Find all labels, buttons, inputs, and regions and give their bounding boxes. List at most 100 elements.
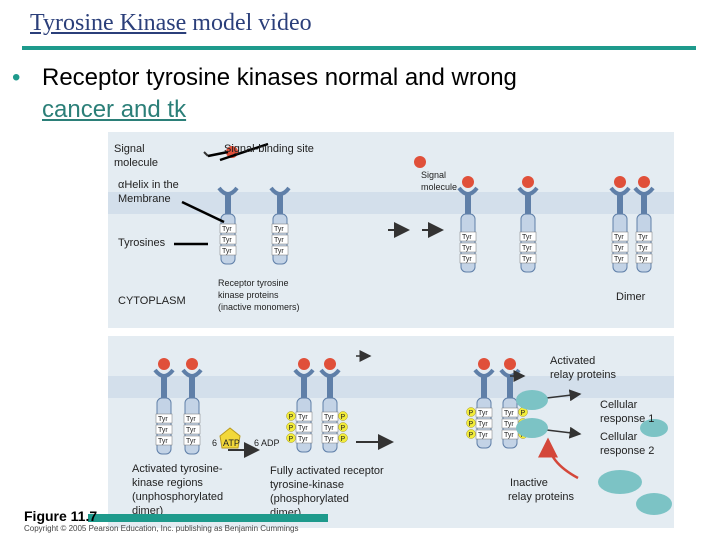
receptor-alpha-helix xyxy=(481,376,487,398)
receptor-alpha-helix xyxy=(161,376,167,398)
tyrosine-label: Tyr xyxy=(186,416,196,423)
tyrosine-box xyxy=(271,245,289,256)
tyrosine-label: Tyr xyxy=(274,248,284,255)
pointer-signal xyxy=(203,151,209,157)
tyrosine-box xyxy=(459,231,477,242)
active-relay-2 xyxy=(516,418,548,438)
helix-label-b: Membrane xyxy=(118,193,171,205)
tyrosine-label: Tyr xyxy=(638,256,648,263)
activated-tk-label-c: (unphosphorylated xyxy=(132,491,223,503)
tyrosine-label: Tyr xyxy=(324,414,334,421)
phosphate-circle xyxy=(338,433,348,443)
tyrosine-box xyxy=(519,242,537,253)
tyrosine-box xyxy=(183,424,201,435)
footer-bar xyxy=(88,514,328,522)
tyrosine-box xyxy=(155,413,173,424)
receptor-alpha-helix xyxy=(189,376,195,398)
cancer-and-tk-link[interactable]: cancer and tk xyxy=(42,96,187,123)
signal-molecule-free xyxy=(414,156,426,168)
cellular-response-1-label-a: Cellular xyxy=(600,399,638,411)
activated-tk-label-a: Activated tyrosine- xyxy=(132,463,223,475)
phosphate-label: P xyxy=(521,410,526,417)
receptor-proteins-label-c: (inactive monomers) xyxy=(218,302,300,312)
receptor-proteins-label-a: Receptor tyrosine xyxy=(218,278,289,288)
tyrosine-box xyxy=(635,242,653,253)
tyrosine-box xyxy=(501,429,519,440)
rtk-diagram: TyrTyrTyrTyrTyrTyrTyrTyrTyrTyrTyrTyrTyrT… xyxy=(108,132,674,528)
cytoplasm-label: CYTOPLASM xyxy=(118,295,186,307)
tyrosine-label: Tyr xyxy=(222,226,232,233)
tyrosine-label: Tyr xyxy=(222,248,232,255)
title-suffix: model video xyxy=(186,10,312,36)
activated-tk-label-b: kinase regions xyxy=(132,477,203,489)
receptor-alpha-helix xyxy=(617,192,623,214)
tyrosine-label: Tyr xyxy=(298,414,308,421)
phosphate-label: P xyxy=(289,425,294,432)
phosphate-label: P xyxy=(469,410,474,417)
tyrosine-box xyxy=(611,242,629,253)
tyrosine-label: Tyr xyxy=(324,425,334,432)
tyrosine-label: Tyr xyxy=(614,245,624,252)
tyrosine-label: Tyr xyxy=(478,410,488,417)
tyrosine-box xyxy=(271,234,289,245)
tyrosine-label: Tyr xyxy=(614,256,624,263)
phosphate-label: P xyxy=(341,425,346,432)
signal-molecule xyxy=(462,176,474,188)
tyrosine-box xyxy=(271,223,289,234)
tyrosine-kinase-link[interactable]: Tyrosine Kinase xyxy=(30,10,187,36)
tyrosine-label: Tyr xyxy=(478,421,488,428)
tyrosine-label: Tyr xyxy=(158,416,168,423)
helix-label-a: αHelix in the xyxy=(118,179,179,191)
receptor-alpha-helix xyxy=(327,376,333,398)
tyrosine-label: Tyr xyxy=(274,237,284,244)
inactive-relay-label-b: relay proteins xyxy=(508,491,575,503)
tyrosine-box xyxy=(475,429,493,440)
cellular-response-2-label-b: response 2 xyxy=(600,445,654,457)
tyrosine-box xyxy=(459,253,477,264)
atp-icon xyxy=(219,427,241,449)
phosphate-circle xyxy=(466,418,476,428)
tyrosine-label: Tyr xyxy=(298,425,308,432)
title-divider xyxy=(22,46,696,50)
bullet-marker: • xyxy=(12,64,21,91)
inactive-relay-1 xyxy=(598,470,642,494)
fully-activated-label-b: tyrosine-kinase xyxy=(270,479,344,491)
tyrosine-box xyxy=(155,424,173,435)
arrow-inactive-relay xyxy=(538,437,579,480)
signal-molecule xyxy=(324,358,336,370)
page-title: Tyrosine Kinase model video xyxy=(30,10,312,37)
fully-activated-label-c: (phosphorylated xyxy=(270,493,349,505)
figure-label: Figure 11.7 xyxy=(24,508,98,524)
atp-count: 6 xyxy=(212,438,217,448)
tyrosine-box xyxy=(635,231,653,242)
receptor-alpha-helix xyxy=(225,192,231,214)
tyrosine-box xyxy=(155,435,173,446)
tyrosine-label: Tyr xyxy=(298,436,308,443)
pointer-binding-site xyxy=(219,142,269,162)
phosphate-label: P xyxy=(469,432,474,439)
tyrosine-box xyxy=(635,253,653,264)
phosphate-label: P xyxy=(341,414,346,421)
tyrosine-box xyxy=(501,407,519,418)
dimer-label: Dimer xyxy=(616,291,646,303)
tyrosine-label: Tyr xyxy=(158,427,168,434)
phosphate-circle xyxy=(286,433,296,443)
tyrosine-box xyxy=(475,418,493,429)
tyrosine-label: Tyr xyxy=(462,234,472,241)
membrane-top xyxy=(108,192,674,214)
tyrosine-box xyxy=(219,234,237,245)
signal-molecule-label-2b: molecule xyxy=(421,182,457,192)
phosphate-circle xyxy=(338,422,348,432)
tyrosine-label: Tyr xyxy=(638,234,648,241)
phosphate-circle xyxy=(338,411,348,421)
signal-molecule-label-1a: Signal xyxy=(114,143,145,155)
phosphate-label: P xyxy=(469,421,474,428)
tyrosine-box xyxy=(519,231,537,242)
activated-relay-label-a: Activated xyxy=(550,355,595,367)
signal-molecule-label-1b: molecule xyxy=(114,157,158,169)
signal-molecule xyxy=(158,358,170,370)
tyrosine-box xyxy=(321,411,339,422)
receptor-proteins-label-b: kinase proteins xyxy=(218,290,279,300)
inactive-relay-3 xyxy=(640,419,668,437)
signal-molecule xyxy=(478,358,490,370)
